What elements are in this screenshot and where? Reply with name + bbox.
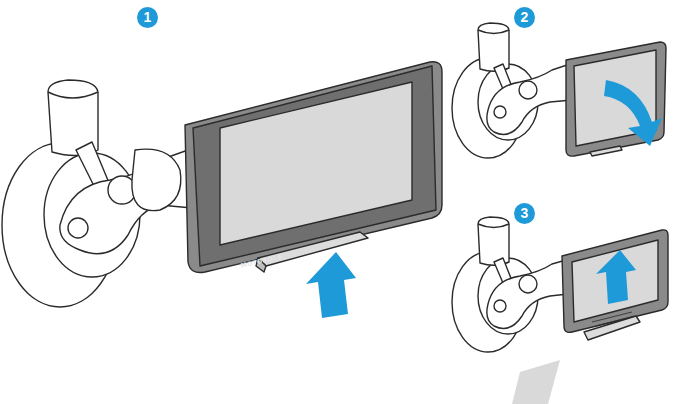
- callout-number: 2: [514, 7, 535, 28]
- callout-number: 3: [514, 203, 535, 224]
- callout-number: 1: [137, 7, 158, 28]
